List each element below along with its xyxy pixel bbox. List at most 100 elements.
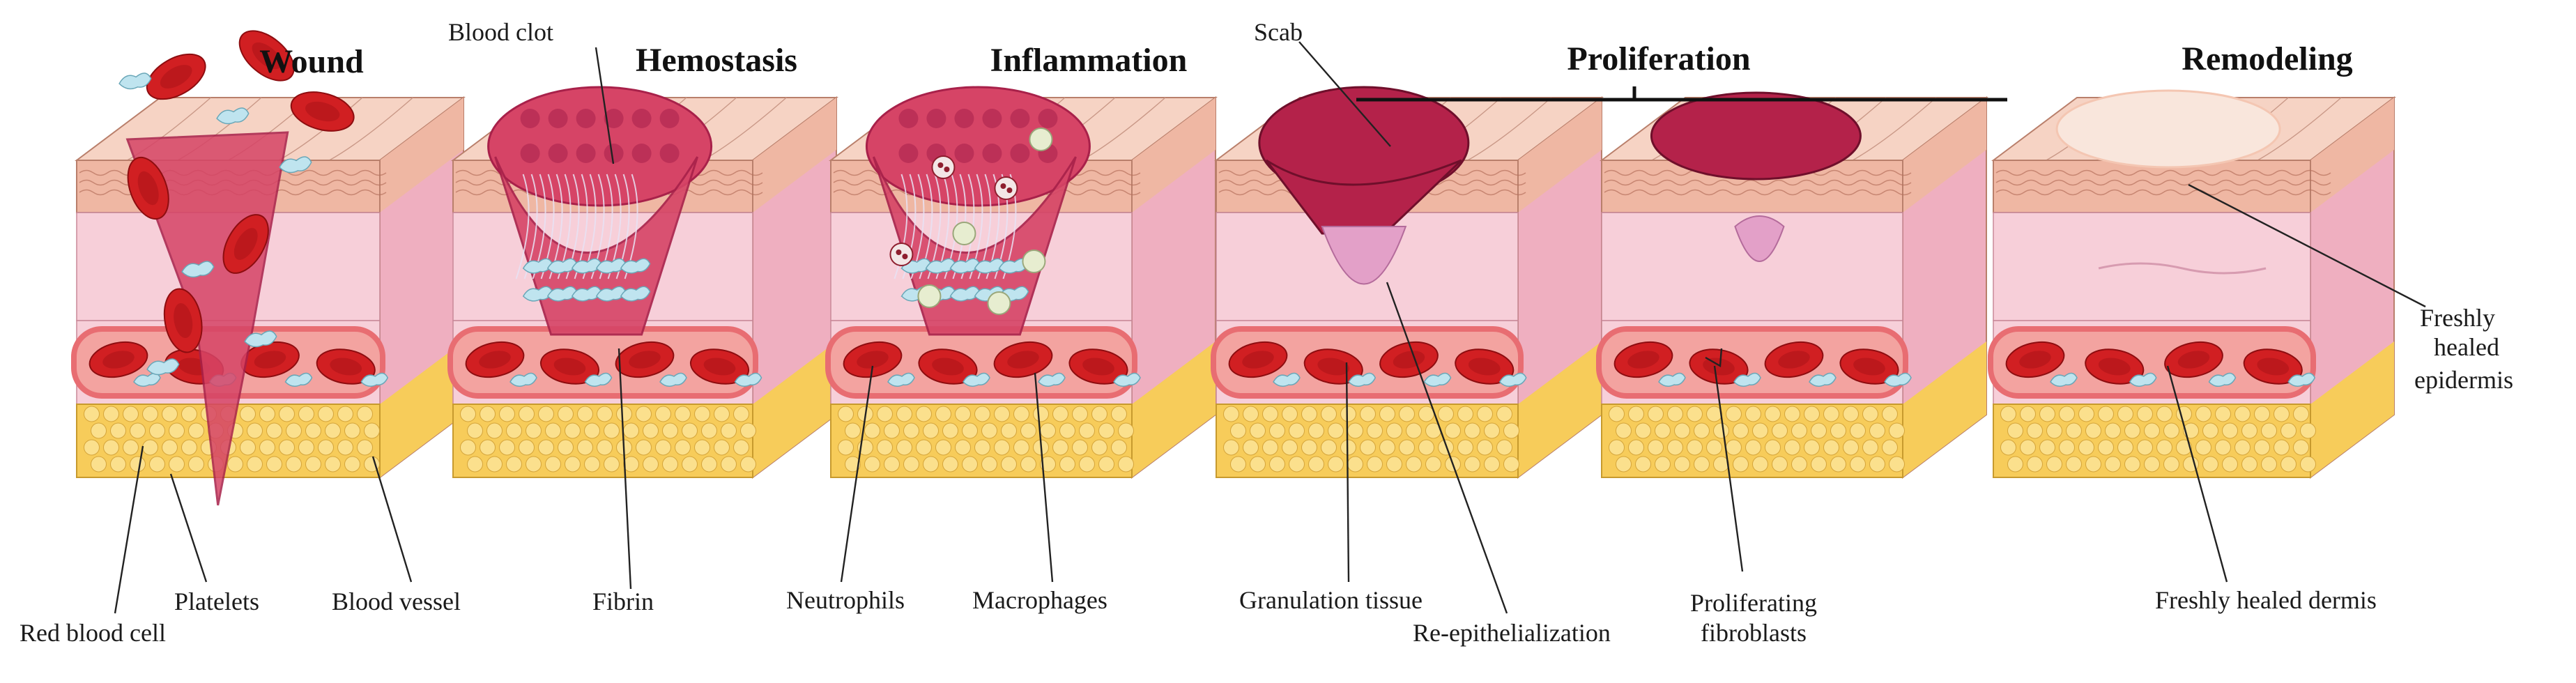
stage-blocks: [71, 30, 2396, 506]
label-blood-vessel: Blood vessel: [332, 588, 461, 615]
neutrophil: [994, 176, 1018, 200]
platelet: [509, 372, 537, 387]
red-blood-cell: [539, 348, 600, 385]
platelet: [1113, 372, 1141, 387]
label-platelets: Platelets: [174, 588, 259, 615]
label-blood-clot: Blood clot: [448, 18, 553, 46]
skin-block-wound: [71, 30, 466, 506]
label-scab: Scab: [1254, 18, 1303, 46]
platelet: [181, 261, 215, 278]
label-fibroblasts: fibroblasts: [1701, 619, 1807, 647]
label-red-blood-cell: Red blood cell: [20, 619, 166, 647]
skin-block-hemostasis: [447, 86, 838, 479]
platelet: [133, 372, 161, 387]
red-blood-cell: [993, 341, 1053, 378]
platelet: [2287, 372, 2316, 387]
scab: [1650, 91, 1862, 181]
platelet: [1348, 372, 1377, 387]
label-healed: healed: [2434, 333, 2499, 361]
platelet: [1498, 372, 1527, 387]
title-inflammation: Inflammation: [990, 42, 1188, 79]
title-remodeling: Remodeling: [2182, 40, 2352, 77]
red-blood-cell: [918, 348, 978, 385]
blood-clot: [865, 86, 1091, 207]
macrophage: [1022, 250, 1046, 273]
label-re-epithelialization: Re-epithelialization: [1413, 619, 1611, 647]
platelet: [963, 372, 990, 387]
platelet: [2129, 372, 2157, 387]
red-blood-cell: [843, 341, 903, 378]
red-blood-cell: [1303, 348, 1363, 385]
red-blood-cell: [2085, 348, 2145, 385]
label-fibrin: Fibrin: [592, 588, 654, 615]
platelet: [1273, 372, 1301, 387]
fibroblast-cluster: [1734, 215, 1785, 262]
platelet: [1884, 372, 1912, 387]
red-blood-cell: [89, 341, 148, 378]
macrophage: [987, 291, 1011, 315]
platelet: [1658, 372, 1686, 387]
epidermis-layer: [1993, 160, 2311, 213]
platelet: [659, 372, 687, 387]
healed-dermis-mark: [2098, 262, 2267, 275]
neutrophil: [889, 243, 914, 266]
skin-block-proliferation-early: [1211, 86, 1604, 479]
platelet: [146, 358, 180, 376]
red-blood-cell: [2164, 341, 2223, 378]
dermis-layer: [1993, 212, 2311, 321]
red-blood-cell: [127, 156, 169, 220]
label-granulation-tissue: Granulation tissue: [1239, 586, 1423, 614]
macrophage: [917, 284, 942, 308]
label-macrophages: Macrophages: [972, 586, 1107, 614]
leader-lines: [114, 41, 2426, 614]
macrophage: [1029, 128, 1053, 151]
label-proliferating: Proliferating: [1690, 589, 1817, 617]
label-freshly: Freshly: [2420, 304, 2495, 332]
platelet: [1423, 372, 1452, 387]
neutrophil: [931, 155, 956, 179]
red-blood-cell: [1455, 348, 1515, 385]
red-blood-cell: [2005, 341, 2065, 378]
platelet: [584, 372, 613, 387]
platelet: [2208, 372, 2237, 387]
platelet: [734, 372, 762, 387]
platelet: [620, 258, 651, 274]
granulation-tissue: [1321, 226, 1407, 285]
red-blood-cell: [2243, 348, 2303, 385]
red-blood-cell: [1839, 348, 1899, 385]
platelet: [216, 107, 250, 125]
red-blood-cell: [316, 348, 376, 385]
platelet: [244, 330, 277, 348]
platelet: [279, 156, 312, 174]
platelet: [2050, 372, 2078, 387]
red-blood-cell: [238, 30, 295, 82]
label-epidermis: epidermis: [2414, 366, 2513, 394]
skin-block-remodeling: [1988, 89, 2396, 479]
platelet: [284, 372, 313, 387]
red-blood-cell: [615, 341, 675, 378]
platelet: [1038, 372, 1066, 387]
platelet: [118, 72, 152, 90]
red-blood-cell: [1764, 341, 1824, 378]
title-proliferation: Proliferation: [1567, 40, 1750, 77]
platelet: [620, 286, 651, 302]
blood-clot: [487, 86, 713, 207]
platelet: [887, 372, 915, 387]
healed-epidermis-patch: [2055, 89, 2281, 169]
platelet: [1733, 372, 1761, 387]
red-blood-cell: [222, 214, 269, 274]
red-blood-cell: [1068, 348, 1128, 385]
title-hemostasis: Hemostasis: [636, 42, 797, 79]
red-blood-cell: [1613, 341, 1673, 378]
title-wound: Wound: [259, 43, 364, 80]
label-neutrophils: Neutrophils: [786, 586, 905, 614]
red-blood-cell: [1228, 341, 1288, 378]
red-blood-cell: [465, 341, 525, 378]
platelet: [360, 372, 389, 387]
red-blood-cell: [163, 288, 203, 353]
red-blood-cell: [146, 53, 206, 100]
macrophage: [952, 222, 976, 245]
skin-block-proliferation-late: [1596, 91, 1988, 479]
platelet: [1809, 372, 1837, 387]
